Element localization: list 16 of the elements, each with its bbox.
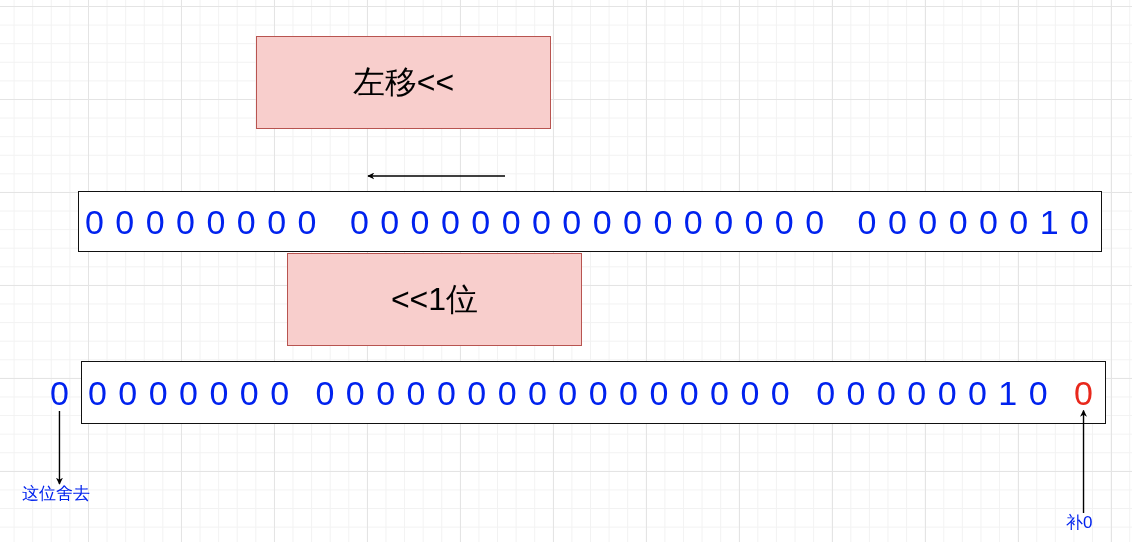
register-box [78, 191, 1102, 252]
register-box [81, 361, 1106, 424]
arrow [1080, 409, 1087, 514]
operation-box: <<1位 [287, 253, 582, 346]
bit-group: 0 0 0 0 0 0 1 0 [816, 375, 1048, 410]
discarded-bit: 0 [50, 376, 69, 410]
padded-bit: 0 [1074, 375, 1093, 410]
bit-group: 0 0 0 0 0 0 0 0 0 0 0 0 0 0 0 0 [349, 204, 825, 239]
bit-group: 0 0 0 0 0 0 0 [88, 375, 290, 410]
bit-group: 0 0 0 0 0 0 0 0 0 0 0 0 0 0 0 0 [315, 375, 790, 410]
operation-box: 左移<< [256, 36, 551, 129]
arrow [55, 410, 63, 485]
bit-group: 0 0 0 0 0 0 1 0 [857, 204, 1089, 239]
note-text: 补0 [1066, 514, 1093, 531]
note-text: 这位舍去 [22, 485, 90, 502]
bit-group: 0 0 0 0 0 0 0 0 [85, 204, 317, 239]
